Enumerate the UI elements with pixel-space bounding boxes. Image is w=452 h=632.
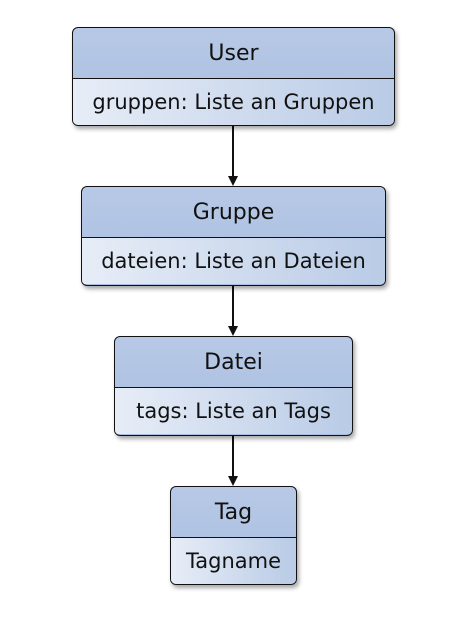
class-box-gruppe: Gruppe dateien: Liste an Dateien	[81, 186, 386, 286]
class-attribute: gruppen: Liste an Gruppen	[73, 79, 394, 125]
class-box-datei: Datei tags: Liste an Tags	[114, 336, 353, 436]
class-name: Tag	[171, 487, 296, 538]
class-box-tag: Tag Tagname	[170, 486, 297, 585]
class-name: Datei	[115, 337, 352, 388]
class-attribute: tags: Liste an Tags	[115, 388, 352, 434]
class-attribute: Tagname	[171, 538, 296, 584]
class-name: Gruppe	[82, 187, 385, 238]
class-name: User	[73, 28, 394, 79]
class-box-user: User gruppen: Liste an Gruppen	[72, 27, 395, 126]
class-attribute: dateien: Liste an Dateien	[82, 238, 385, 284]
